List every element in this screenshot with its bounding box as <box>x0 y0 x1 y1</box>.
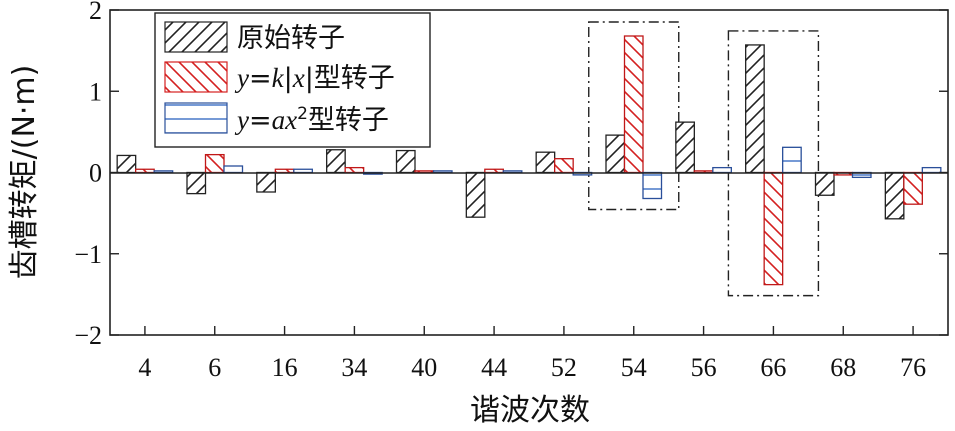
y-tick-label: −1 <box>74 240 102 269</box>
bar-hatch-red-54 <box>623 35 644 174</box>
legend-swatch-ax2 <box>164 102 228 134</box>
y-tick-label: 0 <box>89 159 102 188</box>
bar-hatch-black-4 <box>116 154 137 174</box>
bar-hatch-black-76 <box>884 171 905 220</box>
bar-hatch-red-6 <box>204 153 225 174</box>
bar-lines-blue-56 <box>712 166 732 174</box>
highlight-boxes <box>588 21 820 297</box>
legend-swatch-original <box>164 21 228 53</box>
bar-hatch-red-4 <box>135 168 155 174</box>
x-tick-label: 4 <box>138 353 151 382</box>
x-tick-label: 16 <box>272 353 298 382</box>
highlight-box-66 <box>727 30 820 297</box>
bar-hatch-black-54 <box>605 134 626 174</box>
legend: 原始转子 y=k|x|型转子 y=ax2型转子 <box>154 12 431 148</box>
bar-hatch-black-6 <box>186 171 207 195</box>
y-axis: −2 −1 0 1 2 <box>74 0 948 350</box>
bar-lines-blue-54 <box>642 171 663 200</box>
bar-hatch-black-40 <box>395 149 416 174</box>
x-tick-label: 44 <box>481 353 507 382</box>
highlight-box-54 <box>588 21 680 211</box>
y-axis-title: 齿槽转矩/(N·m) <box>7 65 42 280</box>
bar-hatch-red-66 <box>763 171 784 286</box>
x-tick-label: 68 <box>830 353 856 382</box>
y-tick-label: 1 <box>89 77 102 106</box>
bar-hatch-black-34 <box>326 149 346 174</box>
bar-lines-blue-40 <box>432 170 453 174</box>
bar-hatch-black-52 <box>535 151 556 174</box>
bar-hatch-black-44 <box>465 171 486 218</box>
legend-label-original: 原始转子 <box>237 23 345 54</box>
legend-label-ax2: y=ax2型转子 <box>234 104 389 136</box>
bar-hatch-red-16 <box>274 168 295 174</box>
x-tick-label: 54 <box>621 353 647 382</box>
x-tick-label: 34 <box>341 353 367 382</box>
bar-lines-blue-76 <box>921 166 942 174</box>
bar-hatch-red-34 <box>344 166 365 174</box>
x-axis-title: 谐波次数 <box>470 393 590 428</box>
bar-hatch-black-66 <box>745 44 765 174</box>
bar-lines-blue-66 <box>782 146 802 174</box>
x-tick-label: 66 <box>760 353 786 382</box>
x-tick-label: 56 <box>691 353 717 382</box>
x-axis: 4 6 16 34 40 44 52 54 56 66 68 76 <box>138 326 926 382</box>
x-tick-label: 76 <box>900 353 926 382</box>
bar-lines-blue-4 <box>153 170 174 174</box>
x-tick-label: 52 <box>551 353 577 382</box>
bar-hatch-black-68 <box>814 171 835 196</box>
bar-lines-blue-16 <box>293 168 313 174</box>
bar-hatch-red-44 <box>484 168 504 174</box>
bar-hatch-black-16 <box>256 171 276 193</box>
y-tick-label: 2 <box>89 0 102 25</box>
bar-hatch-red-40 <box>414 170 435 174</box>
x-tick-label: 6 <box>208 353 221 382</box>
x-tick-label: 40 <box>411 353 437 382</box>
bar-lines-blue-6 <box>223 165 244 174</box>
legend-label-kx: y=k|x|型转子 <box>234 63 395 94</box>
bar-hatch-red-76 <box>903 171 923 205</box>
y-tick-label: −2 <box>74 321 102 350</box>
bar-hatch-red-56 <box>693 170 714 174</box>
bar-hatch-red-52 <box>554 158 574 174</box>
bar-hatch-black-56 <box>675 121 695 174</box>
bar-lines-blue-44 <box>502 170 523 174</box>
bars <box>116 35 942 286</box>
legend-swatch-kx <box>164 61 228 93</box>
